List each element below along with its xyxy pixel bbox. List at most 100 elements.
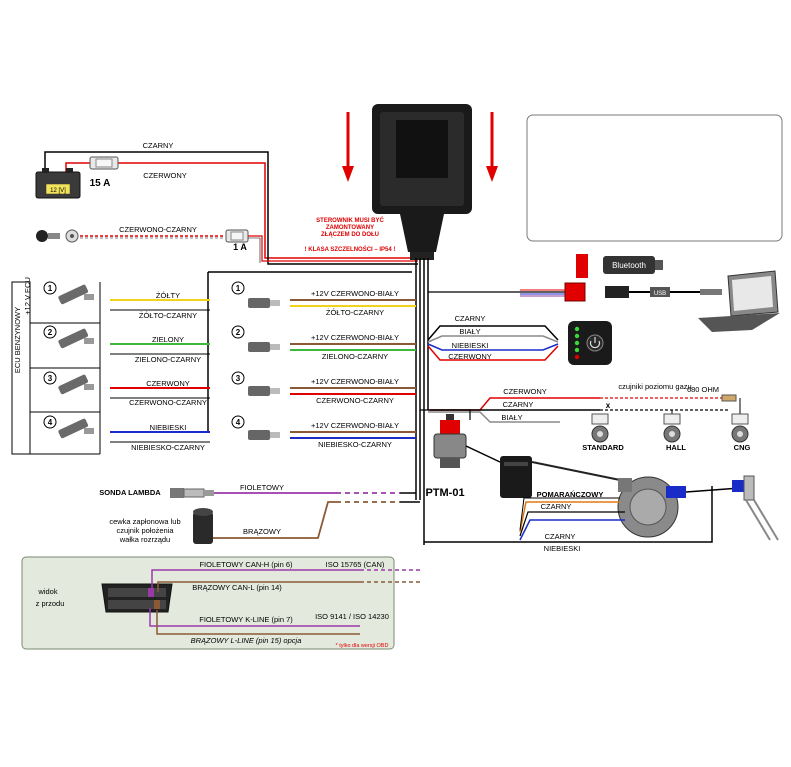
sensor-hall-label: HALL (666, 443, 686, 452)
lvl-czarny: CZARNY (503, 400, 534, 409)
label-bot-niebieski: NIEBIESKI (544, 544, 581, 553)
petrol-injector-icon (58, 374, 94, 395)
level-sensor-section: CZERWONY CZARNY BIAŁY x czujniki poziomu… (428, 382, 750, 452)
petrol-injector-icon (58, 328, 94, 349)
row2-plus: +12V CZERWONO-BIAŁY (311, 333, 399, 342)
fuse-1a (225, 229, 249, 243)
fuse-1a-label: 1 A (233, 242, 247, 252)
power-section: CZARNY CZERWONY 15 A 12 [V] CZERWONO-CZA… (35, 141, 418, 265)
gas-injector-icon (248, 386, 280, 396)
row3-wire2: CZERWONO-CZARNY (129, 398, 207, 407)
row2-wire: ZIELONY (152, 335, 184, 344)
lvl-bialy: BIAŁY (501, 413, 522, 422)
label-ecu-benzynowy: ECU BENZYNOWY (13, 307, 22, 373)
gas-valve-icon (732, 475, 779, 541)
lambda-probe-icon (170, 488, 214, 498)
petrol-ecu-block: ECU BENZYNOWY +12 V ECU (11, 277, 101, 455)
usb-cable-icon: USB (605, 286, 722, 298)
label-pomaranczowy: POMARAŃCZOWY (537, 490, 604, 499)
ptm-section: PTM-01 POMARAŃCZOWY CZARNY CZARNY NIEBIE… (420, 409, 779, 553)
ohm-label: 680 OHM (687, 385, 719, 394)
battery-label: 12 [V] (50, 188, 66, 194)
gas-filter-icon (500, 456, 621, 498)
obd-lline: BRĄZOWY L-LINE (pin 15) opcja (191, 636, 302, 645)
note-line1: STEROWNIK MUSI BYĆ (316, 216, 384, 224)
row2-wire2: ZIELONO-CZARNY (135, 355, 201, 364)
obd-panel: widok z przodu FIOLETOWY CAN-H (pin 6) I… (21, 556, 395, 650)
diag-connector-icon (564, 254, 588, 302)
label-cewka1: cewka zapłonowa lub (109, 517, 180, 526)
petrol-injector-icon (58, 418, 94, 439)
obd-can-l: BRĄZOWY CAN-L (pin 14) (192, 583, 282, 592)
injector-row-3: 3 CZERWONY CZERWONO-CZARNY 3 +12V CZERWO… (43, 371, 416, 407)
main-harness (207, 258, 429, 545)
label-czerwono-czarny: CZERWONO-CZARNY (119, 225, 197, 234)
row1-gas: ŻÓŁTO-CZARNY (326, 308, 384, 317)
label-czarny-top: CZARNY (143, 141, 174, 150)
laptop-icon (698, 270, 780, 332)
row4-plus: +12V CZERWONO-BIAŁY (311, 421, 399, 430)
led-switch-icon (568, 321, 612, 365)
row1-num: 1 (48, 284, 53, 293)
resistor-icon (721, 394, 737, 402)
label-12v-ecu: +12 V ECU (23, 277, 32, 315)
label-brazowy: BRĄZOWY (243, 527, 281, 536)
row1-wire2: ŻÓŁTO-CZARNY (139, 311, 197, 320)
sensor-cng-label: CNG (734, 443, 751, 452)
lvl-czerwony: CZERWONY (503, 387, 547, 396)
injector-row-2: 2 ZIELONY ZIELONO-CZARNY 2 +12V CZERWONO… (43, 325, 416, 364)
row4-gas-num: 4 (236, 418, 241, 427)
fuse-15a (89, 156, 119, 170)
switch-czarny: CZARNY (455, 314, 486, 323)
row3-num: 3 (48, 374, 53, 383)
gas-ecu-controller (342, 104, 498, 260)
row4-gas: NIEBIESKO-CZARNY (318, 440, 392, 449)
ignition-key-icon (36, 229, 79, 243)
gas-injector-icon (248, 298, 280, 308)
ptm-label: PTM-01 (425, 487, 464, 499)
row3-wire: CZERWONY (146, 379, 190, 388)
label-fioletowy: FIOLETOWY (240, 483, 284, 492)
cut-mark: x (606, 401, 611, 410)
row2-gas: ZIELONO-CZARNY (322, 352, 388, 361)
pressure-sensor-icon (433, 414, 501, 468)
sensor-standard-label: STANDARD (582, 443, 624, 452)
switch-section: CZARNY BIAŁY NIEBIESKI CZERWONY (427, 314, 612, 365)
petrol-injector-icon (58, 284, 94, 305)
obd-connector-icon (101, 583, 173, 613)
gas-injector-icon (248, 430, 280, 440)
obd-widok2: z przodu (36, 599, 65, 608)
note-line2: ZAMONTOWANY (326, 225, 374, 231)
obd-widok1: widok (37, 587, 57, 596)
obd-can-h: FIOLETOWY CAN-H (pin 6) (199, 560, 293, 569)
row3-gas: CZERWONO-CZARNY (316, 396, 394, 405)
sensor-hall-icon (663, 410, 681, 443)
label-cewka2: czujnik położenia (116, 526, 174, 535)
sensor-standard-icon (591, 413, 609, 443)
note-line4: ! KLASA SZCZELNOŚCI – IP54 ! (305, 246, 396, 253)
row1-gas-num: 1 (236, 284, 241, 293)
empty-panel (526, 114, 783, 242)
lambda-section: SONDA LAMBDA FIOLETOWY cewka zapłonowa l… (99, 483, 420, 544)
sensors-title: czujniki poziomu gazu (618, 382, 691, 391)
row4-wire2: NIEBIESKO-CZARNY (131, 443, 205, 452)
obd-kline: FIOLETOWY K-LINE (pin 7) (199, 615, 293, 624)
row3-gas-num: 3 (236, 374, 241, 383)
switch-czerwony: CZERWONY (448, 352, 492, 361)
obd-note: * tylko dla wersji OBD (336, 643, 389, 649)
switch-niebieski: NIEBIESKI (452, 341, 489, 350)
row4-num: 4 (48, 418, 53, 427)
injector-row-4: 4 NIEBIESKI NIEBIESKO-CZARNY 4 +12V CZER… (43, 415, 416, 452)
injector-row-1: 1 ŻÓŁTY ŻÓŁTO-CZARNY 1 +12V CZERWONO-BIA… (43, 281, 416, 320)
label-reg-czarny: CZARNY (541, 502, 572, 511)
row2-num: 2 (48, 328, 53, 337)
obd-iso15765: ISO 15765 (CAN) (326, 560, 385, 569)
usb-label: USB (654, 291, 666, 297)
gas-injector-icon (248, 342, 280, 352)
label-sonda: SONDA LAMBDA (99, 488, 161, 497)
row4-wire: NIEBIESKI (150, 423, 187, 432)
ignition-coil-icon (193, 508, 213, 544)
row3-plus: +12V CZERWONO-BIAŁY (311, 377, 399, 386)
sensor-cng-icon (731, 398, 749, 443)
